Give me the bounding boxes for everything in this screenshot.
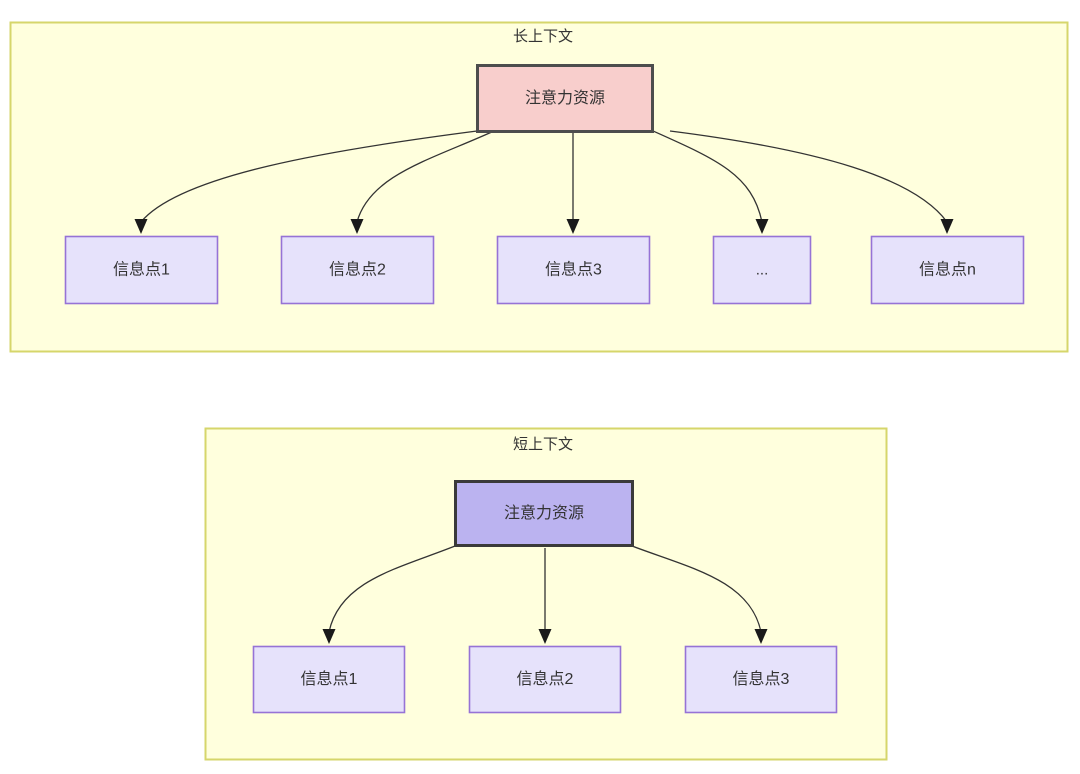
- node-label: 信息点3: [545, 261, 602, 279]
- node-box[interactable]: [252, 645, 406, 714]
- node-info-point-3-short[interactable]: 信息点3: [684, 645, 838, 714]
- node-info-point-n-long[interactable]: 信息点n: [870, 235, 1025, 305]
- node-box[interactable]: [870, 235, 1025, 305]
- edge-root-to-leaf-5: [669, 130, 948, 223]
- arrowhead-leaf-2: [538, 629, 552, 644]
- node-label: 信息点3: [733, 670, 790, 688]
- node-label: 注意力资源: [525, 88, 605, 107]
- edge-root-to-leaf-3: [631, 545, 762, 633]
- node-label: 信息点2: [517, 670, 574, 688]
- node-box[interactable]: [468, 645, 622, 714]
- node-box[interactable]: [280, 235, 435, 305]
- node-label: ...: [756, 261, 769, 278]
- arrowhead-leaf-2: [350, 219, 364, 234]
- edge-root-to-leaf-1: [328, 545, 456, 633]
- group-short-context: 短上下文 注意力资源 信息点1 信息点2: [204, 427, 888, 761]
- edges-long: [134, 130, 954, 234]
- node-info-point-ellipsis-long[interactable]: ...: [712, 235, 812, 305]
- edge-root-to-leaf-2: [356, 130, 495, 223]
- edge-root-to-leaf-1: [140, 130, 478, 223]
- arrowhead-leaf-3: [754, 629, 768, 644]
- node-box[interactable]: [64, 235, 219, 305]
- group-long-context: 长上下文 注意力资源 信息: [9, 21, 1069, 353]
- node-info-point-3-long[interactable]: 信息点3: [496, 235, 651, 305]
- node-box[interactable]: [712, 235, 812, 305]
- node-label: 注意力资源: [504, 503, 584, 522]
- arrowhead-leaf-3: [566, 219, 580, 234]
- node-label: 信息点2: [329, 261, 386, 279]
- node-attention-resource-short[interactable]: 注意力资源: [454, 480, 634, 547]
- arrowhead-leaf-5: [940, 219, 954, 234]
- node-info-point-1-short[interactable]: 信息点1: [252, 645, 406, 714]
- node-attention-resource-long[interactable]: 注意力资源: [476, 64, 654, 133]
- node-label: 信息点1: [301, 670, 358, 688]
- node-info-point-2-long[interactable]: 信息点2: [280, 235, 435, 305]
- arrowhead-leaf-1: [322, 629, 336, 644]
- arrowhead-leaf-4: [755, 219, 769, 234]
- node-info-point-1-long[interactable]: 信息点1: [64, 235, 219, 305]
- node-box[interactable]: [684, 645, 838, 714]
- node-box[interactable]: [454, 480, 634, 547]
- node-info-point-2-short[interactable]: 信息点2: [468, 645, 622, 714]
- node-label: 信息点1: [113, 261, 170, 279]
- node-box[interactable]: [476, 64, 654, 133]
- group-title-short: 短上下文: [513, 436, 573, 453]
- group-title-long: 长上下文: [513, 28, 573, 45]
- node-label: 信息点n: [919, 261, 976, 279]
- node-box[interactable]: [496, 235, 651, 305]
- edge-root-to-leaf-4: [652, 130, 763, 223]
- arrowhead-leaf-1: [134, 219, 148, 234]
- edges-short: [322, 545, 768, 644]
